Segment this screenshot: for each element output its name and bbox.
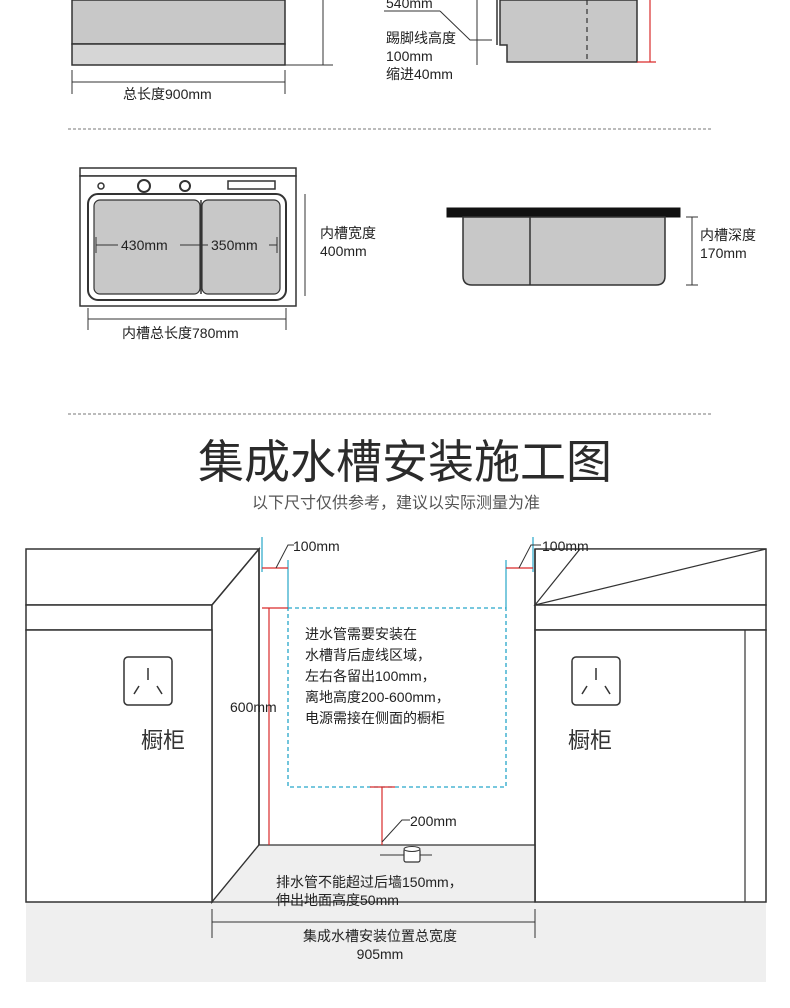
front-view: 总长度900mm	[71, 0, 333, 102]
inner-width-label-2: 400mm	[320, 243, 367, 259]
side-cabinet-body	[499, 0, 638, 63]
kickboard-leader	[439, 10, 492, 41]
faucet-hole-small	[97, 182, 105, 190]
drain-note-2: 伸出地面高度50mm	[276, 892, 399, 908]
left-margin-label: 100mm	[293, 538, 340, 554]
basin-side-body	[462, 216, 666, 286]
water-inlet-zone	[287, 607, 507, 788]
height-600-label: 600mm	[230, 699, 277, 715]
kickboard-label-1: 踢脚线高度	[386, 30, 456, 46]
left-power-socket-icon	[123, 656, 173, 706]
total-length-label: 总长度900mm	[123, 86, 212, 102]
left-bowl	[93, 199, 201, 295]
cabinet-front-kickboard	[71, 43, 286, 66]
kickboard-label-2: 100mm	[386, 48, 433, 64]
basin-top-view: 430mm 350mm 内槽宽度 400mm 内槽总长度780mm	[79, 167, 376, 341]
drain-note-1: 排水管不能超过后墙150mm，	[276, 874, 463, 890]
inner-depth-label-2: 170mm	[700, 245, 747, 261]
note-line-3: 左右各留出100mm，	[305, 668, 436, 684]
inner-depth-label-1: 内槽深度	[700, 227, 756, 243]
left-cabinet-side	[211, 546, 260, 905]
left-cabinet-top-edge	[25, 604, 213, 631]
control-panel	[227, 180, 276, 190]
inner-width-label-1: 内槽宽度	[320, 225, 376, 241]
left-cabinet-door	[25, 629, 213, 903]
inner-total-length: 内槽总长度780mm	[122, 325, 239, 341]
total-width-label-2: 905mm	[357, 946, 404, 962]
center-back-wall	[259, 549, 535, 845]
faucet-hole-2	[179, 180, 191, 192]
right-cabinet-bevel	[533, 548, 767, 606]
drain-pipe-icon	[380, 846, 432, 863]
faucet-hole-1	[137, 179, 151, 193]
basin-side-view: 内槽深度 170mm	[446, 207, 756, 286]
right-cabinet-top-edge	[534, 604, 767, 631]
partial-dimension-label: 540mm	[386, 0, 433, 11]
basin-top-strip	[79, 167, 297, 177]
left-basin-width: 430mm	[121, 237, 168, 253]
drain-200-label: 200mm	[410, 813, 457, 829]
left-margin-leader	[275, 544, 294, 569]
note-line-2: 水槽背后虚线区域，	[305, 647, 431, 663]
left-cabinet-label: 橱柜	[141, 728, 185, 753]
installation-title: 集成水槽安装施工图	[198, 436, 612, 488]
side-view-partial: 540mm 踢脚线高度 100mm 缩进40mm	[384, 0, 656, 82]
right-basin-width: 350mm	[211, 237, 258, 253]
right-margin-label: 100mm	[542, 538, 589, 554]
basin-side-top	[446, 207, 681, 218]
right-margin-leader	[518, 544, 541, 569]
total-width-label-1: 集成水槽安装位置总宽度	[303, 928, 457, 944]
kickboard-label-3: 缩进40mm	[386, 66, 453, 82]
right-power-socket-icon	[571, 656, 621, 706]
right-cabinet-door	[534, 629, 767, 903]
note-line-1: 进水管需要安装在	[305, 626, 417, 642]
note-line-5: 电源需接在侧面的橱柜	[305, 710, 445, 726]
drain-200-leader	[381, 819, 410, 843]
right-cabinet-label: 橱柜	[568, 728, 612, 753]
installation-drawing: 橱柜 橱柜 100mm 100mm 进水管需要安装在 水槽背后虚线区域， 左右各…	[25, 537, 767, 982]
note-line-4: 离地高度200-600mm，	[305, 689, 450, 705]
cabinet-front-body	[71, 0, 286, 45]
right-bowl	[201, 199, 281, 295]
installation-subtitle: 以下尺寸仅供参考，建议以实际测量为准	[252, 494, 540, 512]
